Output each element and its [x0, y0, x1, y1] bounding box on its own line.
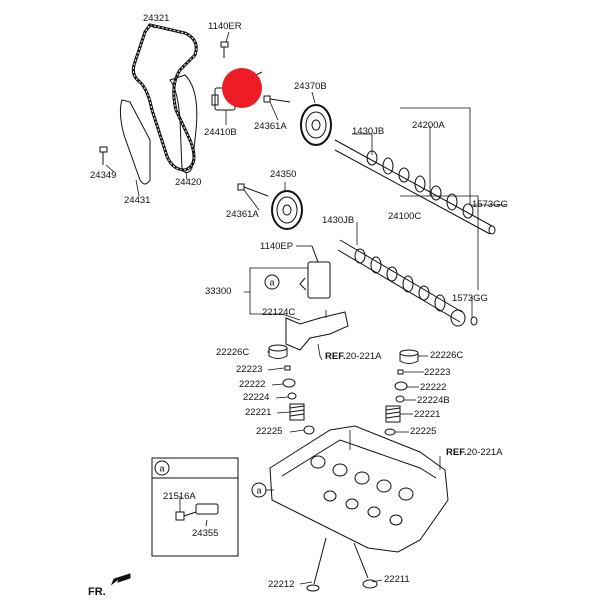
keeper-22223-right	[397, 369, 404, 375]
seal-22225-right	[384, 428, 396, 436]
ref-lower-prefix: REF.	[446, 447, 467, 458]
tensioner-arm-24431	[119, 99, 151, 185]
label-22223-left[interactable]: 22223	[236, 364, 263, 375]
leader-lines	[105, 23, 505, 585]
bolt-24349	[99, 146, 108, 165]
label-24361A-top[interactable]: 24361A	[254, 121, 287, 132]
cam-sprocket-24370B	[300, 104, 332, 146]
label-21516A[interactable]: 21516A	[163, 491, 196, 502]
fr-arrow-icon	[110, 573, 131, 586]
keeper-22223-left	[284, 365, 291, 371]
label-1573GG-mid[interactable]: 1573GG	[452, 293, 488, 304]
callout-a-head-circle	[251, 482, 267, 498]
valve-22212	[306, 537, 327, 592]
label-1573GG-top[interactable]: 1573GG	[472, 199, 508, 210]
callout-a-mid: a	[269, 278, 274, 288]
label-22221-right[interactable]: 22221	[414, 409, 441, 420]
label-1140ER[interactable]: 1140ER	[208, 21, 242, 32]
ref-upper-number: 20-221A	[345, 351, 382, 362]
label-22211[interactable]: 22211	[384, 574, 410, 585]
seat-22224-left	[287, 392, 297, 400]
lifter-22226C-right	[399, 349, 419, 364]
label-24200A[interactable]: 24200A	[412, 120, 445, 131]
highlight-marker	[222, 68, 262, 108]
label-24410B[interactable]: 24410B	[204, 127, 237, 138]
label-22224B-right[interactable]: 22224B	[417, 395, 450, 406]
callout-a-inset-circle	[154, 460, 170, 476]
camshaft-24100C	[337, 239, 478, 327]
label-22222-right[interactable]: 22222	[420, 382, 447, 393]
label-22226C-left[interactable]: 22226C	[216, 347, 250, 358]
label-22225-right[interactable]: 22225	[410, 426, 437, 437]
ref-callout-upper[interactable]: REF.20-221A	[325, 352, 382, 362]
callout-a-inset: a	[159, 464, 164, 474]
seat-22224B-right	[395, 395, 405, 403]
inset-box	[151, 457, 239, 557]
label-1430JB-mid[interactable]: 1430JB	[322, 215, 355, 226]
front-direction-label: FR.	[88, 586, 106, 598]
callout-a-head: a	[256, 486, 261, 496]
lifter-22226C-left	[268, 344, 288, 359]
retainer-22222-left	[282, 378, 296, 388]
label-24355[interactable]: 24355	[192, 528, 219, 539]
callout-a-mid-circle	[264, 274, 280, 290]
label-22226C-right[interactable]: 22226C	[430, 350, 464, 361]
label-22222-left[interactable]: 22222	[239, 379, 266, 390]
spring-22221-left	[289, 403, 305, 421]
label-22212[interactable]: 22212	[268, 579, 295, 590]
retainer-22222-right	[394, 381, 408, 391]
cylinder-head	[269, 425, 449, 553]
label-24370B[interactable]: 24370B	[294, 81, 327, 92]
label-24350[interactable]: 24350	[270, 169, 297, 180]
label-24321[interactable]: 24321	[143, 13, 170, 24]
oil-control-valve-33300	[299, 245, 331, 299]
label-1140EP[interactable]: 1140EP	[260, 241, 294, 252]
label-24420[interactable]: 24420	[175, 177, 202, 188]
label-24431[interactable]: 24431	[124, 195, 151, 206]
bolt-1140ER	[220, 41, 229, 58]
chain-guide-24420	[169, 74, 198, 174]
label-22223-right[interactable]: 22223	[424, 367, 451, 378]
label-24349[interactable]: 24349	[90, 170, 117, 181]
ref-callout-lower[interactable]: REF.20-221A	[446, 448, 503, 458]
label-22225-left[interactable]: 22225	[256, 426, 283, 437]
label-33300[interactable]: 33300	[205, 286, 232, 297]
label-1430JB-top[interactable]: 1430JB	[352, 126, 385, 137]
label-24100C[interactable]: 24100C	[388, 211, 422, 222]
timing-chain-24321	[131, 23, 198, 172]
seal-22225-left	[303, 425, 315, 435]
label-22221-left[interactable]: 22221	[245, 407, 272, 418]
valve-22211	[353, 542, 378, 589]
camshaft-24200A	[334, 139, 496, 235]
bolt-24361A-top	[263, 95, 291, 103]
label-22124C[interactable]: 22124C	[262, 307, 296, 318]
ref-upper-prefix: REF.	[325, 351, 346, 362]
label-22224-left[interactable]: 22224	[243, 392, 270, 403]
spring-22221-right	[385, 405, 401, 423]
bolt-24361A-mid	[237, 183, 269, 197]
label-24361A-mid[interactable]: 24361A	[226, 209, 259, 220]
bracket-22124C	[285, 311, 349, 351]
cam-sprocket-24350	[271, 190, 303, 230]
ref-lower-number: 20-221A	[466, 447, 503, 458]
